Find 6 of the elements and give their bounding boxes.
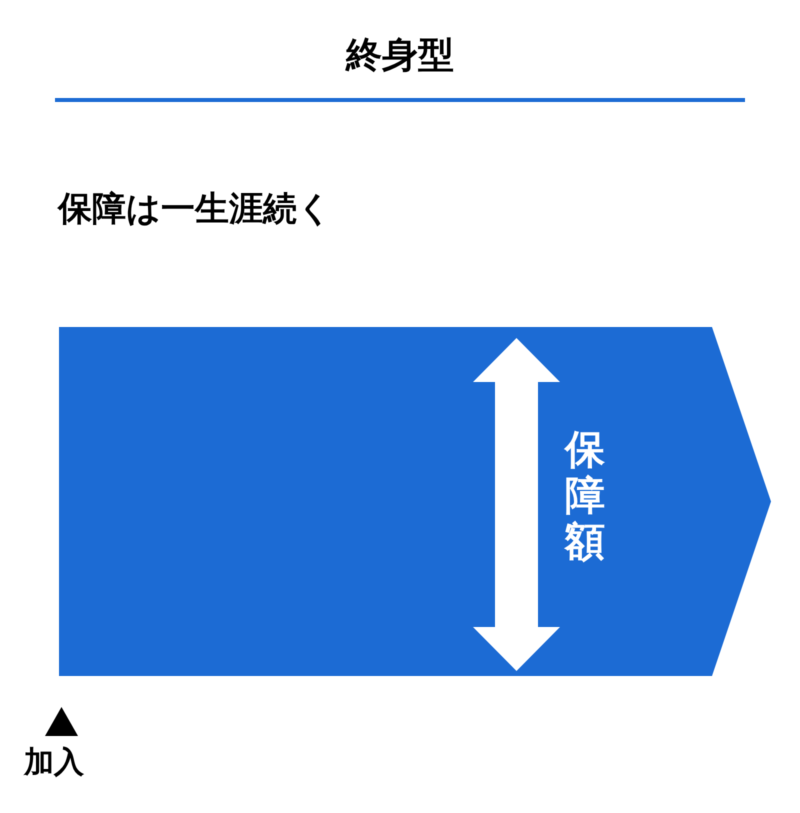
arrow-band [59,327,771,676]
double-arrow [473,338,560,671]
start-label: 加入 [24,744,84,782]
title: 終身型 [344,34,455,78]
subtitle: 保障は一生涯続く [58,188,332,231]
amount-label: 保障額 [563,427,606,565]
